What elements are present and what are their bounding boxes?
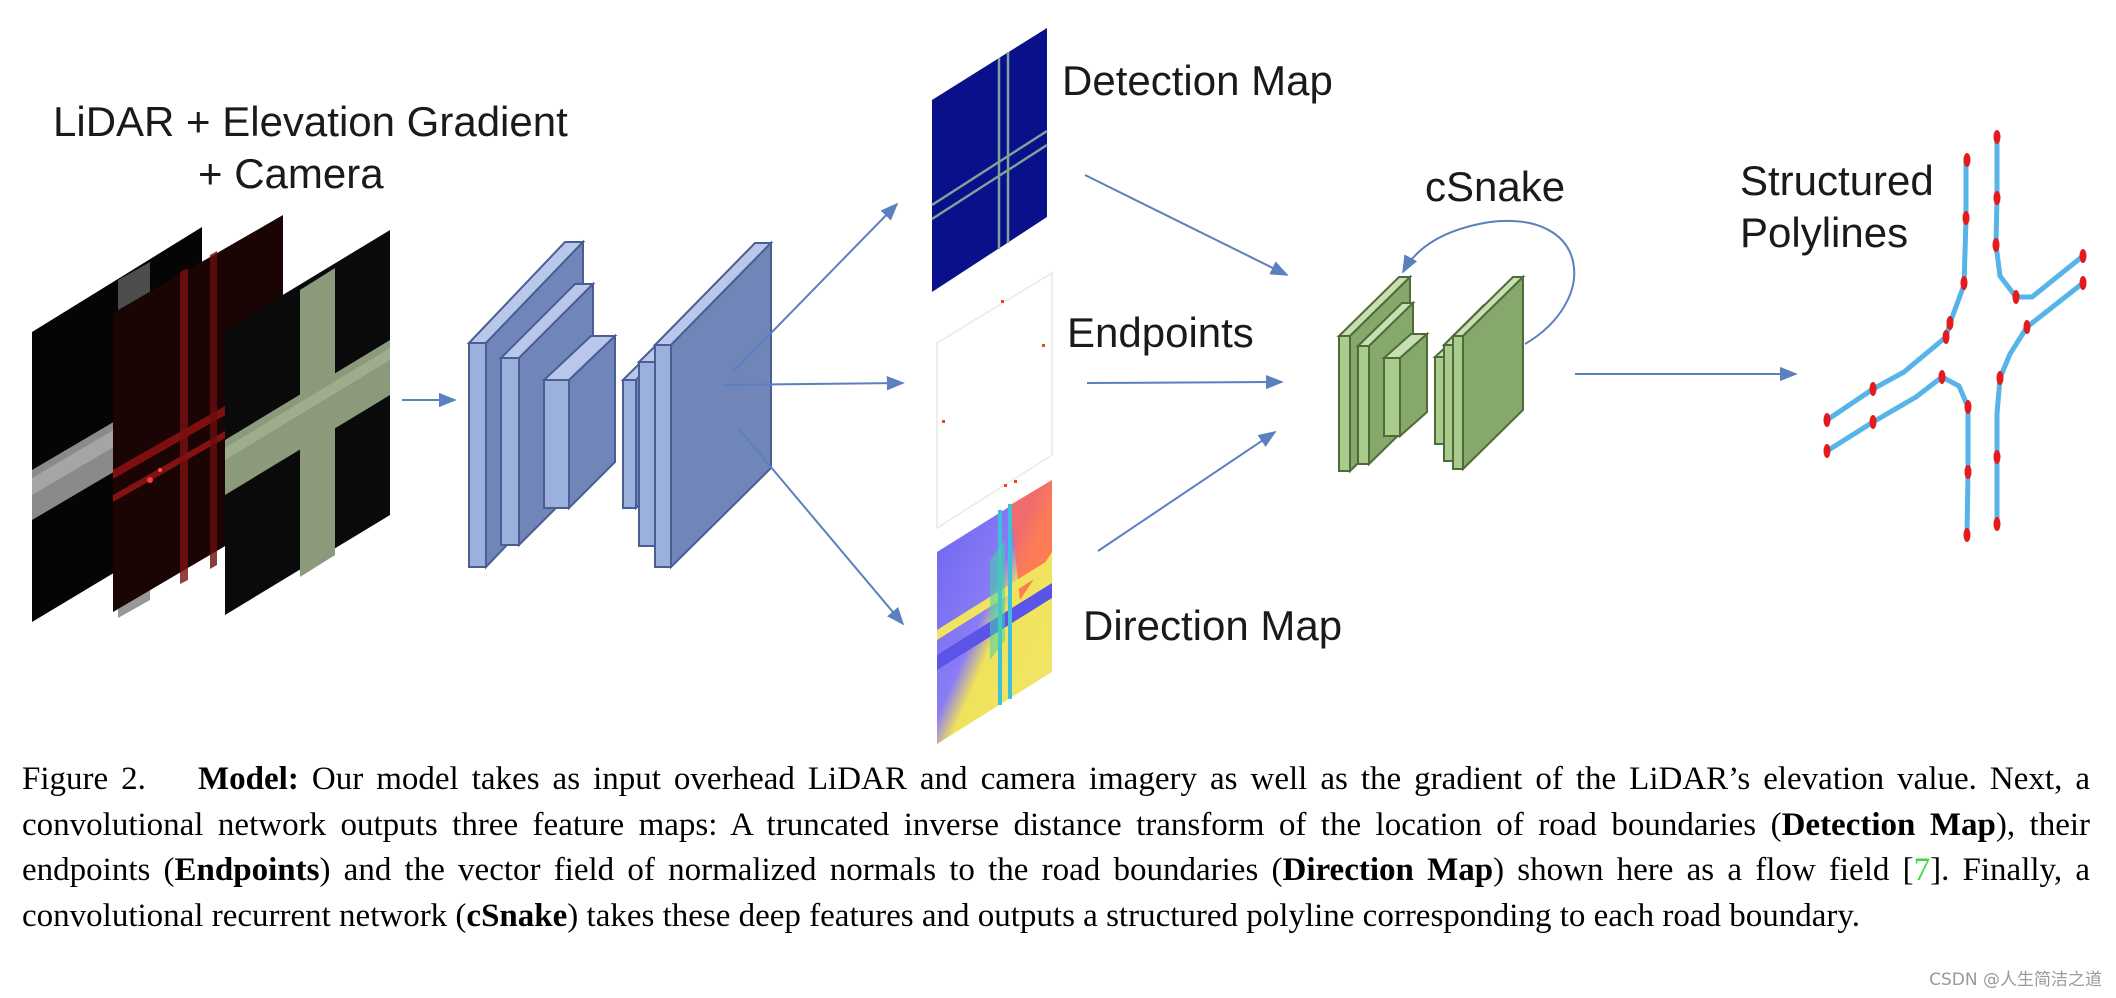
input-label-line1: LiDAR + Elevation Gradient [53, 98, 568, 145]
csnake-network [1336, 274, 1526, 474]
caption-text-6: ) takes these deep features and outputs … [567, 897, 1860, 934]
watermark: CSDN @人生简洁之道 [1929, 970, 2102, 990]
input-label-line2: + Camera [198, 150, 384, 197]
endpoints-map-image [936, 271, 1053, 530]
structured-polylines-label-line1: Structured [1740, 157, 1934, 204]
citation-link[interactable]: 7 [1913, 852, 1931, 888]
caption-bold-direction: Direction Map [1282, 852, 1494, 888]
caption-text-4: ) shown here as a flow field [ [1493, 852, 1914, 888]
caption-model-label: Model: [198, 761, 299, 797]
arrow-direction-to-csnake [1097, 430, 1277, 552]
detection-map-label: Detection Map [1062, 57, 1333, 104]
csnake-label: cSnake [1425, 163, 1566, 210]
camera-layer [225, 230, 390, 615]
direction-map-label: Direction Map [1083, 602, 1343, 649]
cnn-network [466, 239, 774, 570]
input-image-stack [32, 215, 390, 622]
caption-bold-endpoints: Endpoints [174, 852, 320, 888]
arrow-cnn-to-direction [737, 427, 905, 626]
arrow-detection-to-csnake [1084, 174, 1289, 276]
caption-bold-detection: Detection Map [1781, 806, 1996, 843]
arrow-cnn-to-detection [732, 202, 899, 373]
caption-text-5: ]. Finally, a convolutional recurrent ne… [22, 852, 2090, 934]
caption-bold-csnake: cSnake [466, 897, 568, 934]
polyline-vertices [1823, 130, 2087, 542]
recurrent-loop-arrow [1402, 219, 1576, 345]
detection-map-image [931, 28, 1048, 292]
structured-polylines-label-line2: Polylines [1740, 209, 1909, 256]
caption-text-3: ) and the vector field of normalized nor… [319, 852, 1283, 888]
arrow-endpoints-to-csnake [1086, 374, 1284, 390]
caption-text-2: ), their endpoints ( [22, 806, 2090, 889]
figure-caption: Figure 2. Model: Our model takes as inpu… [22, 757, 2090, 939]
arrow-cnn-to-endpoints [721, 375, 905, 391]
direction-map-image [937, 480, 1052, 744]
caption-text-1: Our model takes as input overhead LiDAR … [22, 761, 2090, 843]
figure-number: Figure 2. [22, 761, 146, 797]
endpoints-label: Endpoints [1067, 309, 1254, 356]
